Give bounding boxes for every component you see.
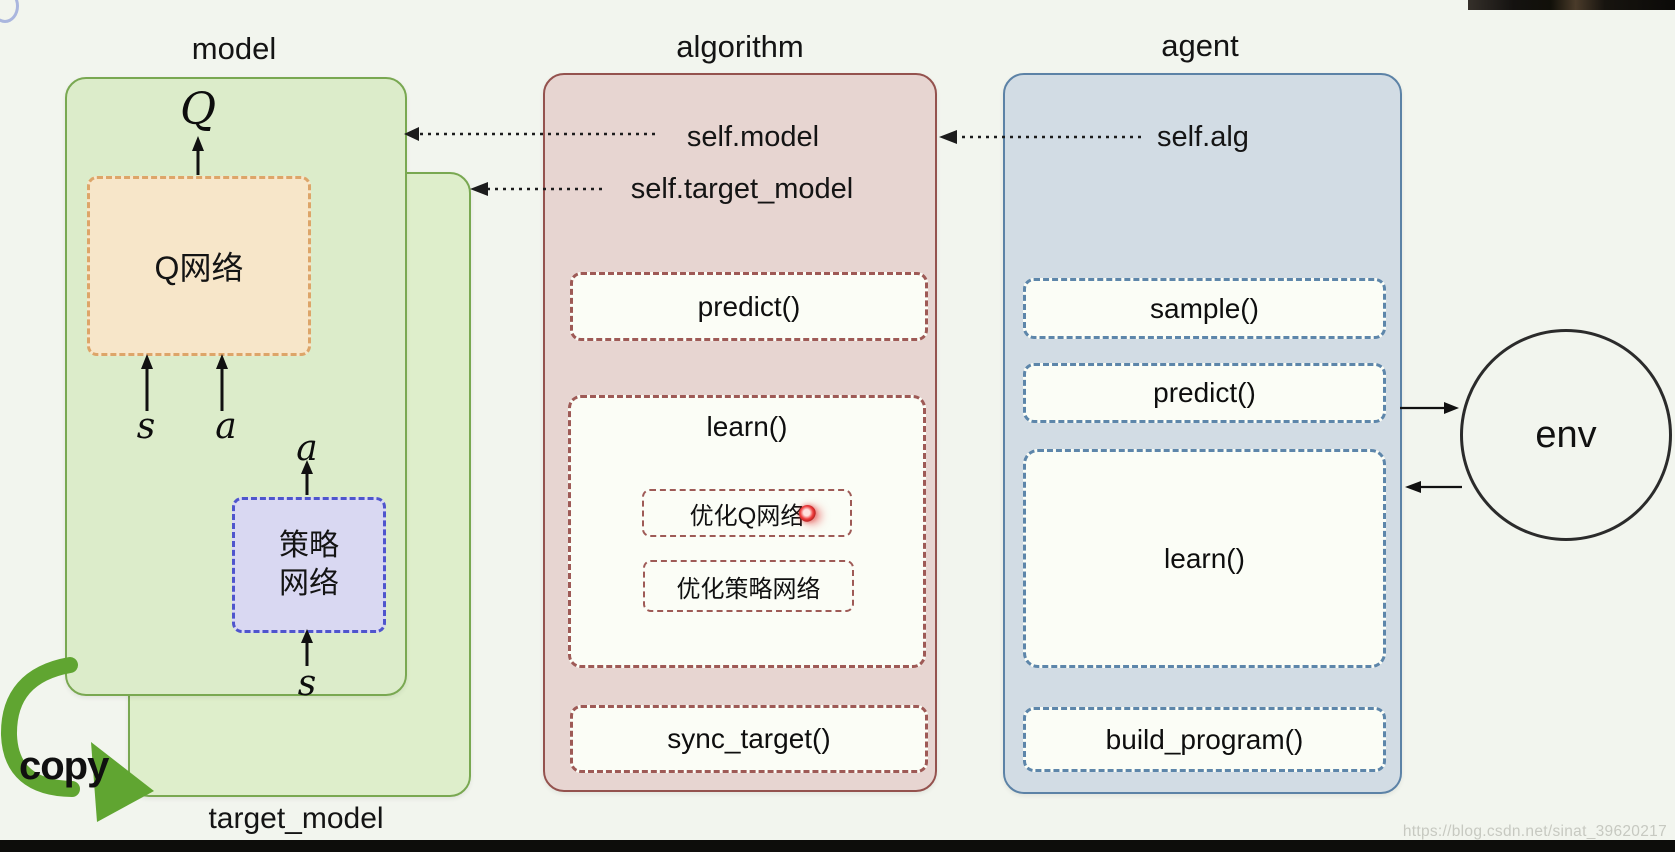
q-network-label: Q网络 bbox=[154, 250, 244, 286]
self-model-ref: self.model bbox=[686, 121, 820, 153]
q-output-label: Q bbox=[179, 84, 217, 135]
agent-sample-label: sample() bbox=[1150, 292, 1259, 324]
algorithm-column-title: algorithm bbox=[676, 29, 804, 64]
optimize-policy-network-box: 优化策略网络 bbox=[643, 560, 854, 612]
algorithm-learn-label: learn() bbox=[706, 411, 788, 442]
agent-learn-box: learn() bbox=[1023, 449, 1386, 668]
letterbox-bottom-bar bbox=[0, 840, 1675, 852]
laser-pointer-dot bbox=[799, 505, 816, 522]
policy-input-label: s bbox=[297, 663, 317, 704]
state-input-label: s bbox=[136, 406, 156, 447]
algorithm-predict-label: predict() bbox=[697, 290, 801, 322]
action-input-label: a bbox=[215, 406, 237, 447]
env-label: env bbox=[1535, 413, 1597, 456]
env-circle: env bbox=[1460, 329, 1672, 541]
watermark-url: https://blog.csdn.net/sinat_39620217 bbox=[1402, 823, 1667, 840]
model-column-title: model bbox=[191, 31, 277, 66]
agent-predict-box: predict() bbox=[1023, 363, 1386, 423]
agent-sample-box: sample() bbox=[1023, 278, 1386, 339]
sync-target-box: sync_target() bbox=[570, 705, 928, 773]
agent-predict-label: predict() bbox=[1153, 377, 1256, 408]
agent-build-program-box: build_program() bbox=[1023, 707, 1386, 772]
agent-learn-label: learn() bbox=[1164, 542, 1245, 574]
copy-label: copy bbox=[19, 744, 109, 788]
arrow-agent-to-env bbox=[1400, 402, 1459, 414]
policy-network-label-line2: 网络 bbox=[279, 567, 339, 600]
algorithm-predict-box: predict() bbox=[570, 272, 928, 341]
webcam-fragment bbox=[1468, 0, 1675, 10]
agent-box bbox=[1003, 73, 1402, 794]
self-alg-ref: self.alg bbox=[1157, 121, 1249, 153]
q-network-box: Q网络 bbox=[87, 176, 311, 356]
sync-target-label: sync_target() bbox=[667, 723, 831, 754]
policy-network-box: 策略 网络 bbox=[232, 497, 386, 633]
optimize-q-network-box: 优化Q网络 bbox=[642, 489, 852, 537]
agent-build-program-label: build_program() bbox=[1105, 723, 1304, 755]
corner-artifact bbox=[0, 0, 19, 23]
arrow-env-to-agent bbox=[1405, 481, 1462, 493]
algorithm-learn-box: learn() bbox=[568, 395, 926, 668]
target-model-caption: target_model bbox=[208, 802, 384, 835]
policy-network-label-line1: 策略 bbox=[279, 529, 339, 562]
optimize-policy-network-label: 优化策略网络 bbox=[676, 575, 821, 603]
self-target-model-ref: self.target_model bbox=[630, 173, 854, 205]
agent-column-title: agent bbox=[1161, 28, 1239, 63]
optimize-q-network-label: 优化Q网络 bbox=[689, 502, 805, 530]
policy-output-label: a bbox=[296, 428, 318, 469]
